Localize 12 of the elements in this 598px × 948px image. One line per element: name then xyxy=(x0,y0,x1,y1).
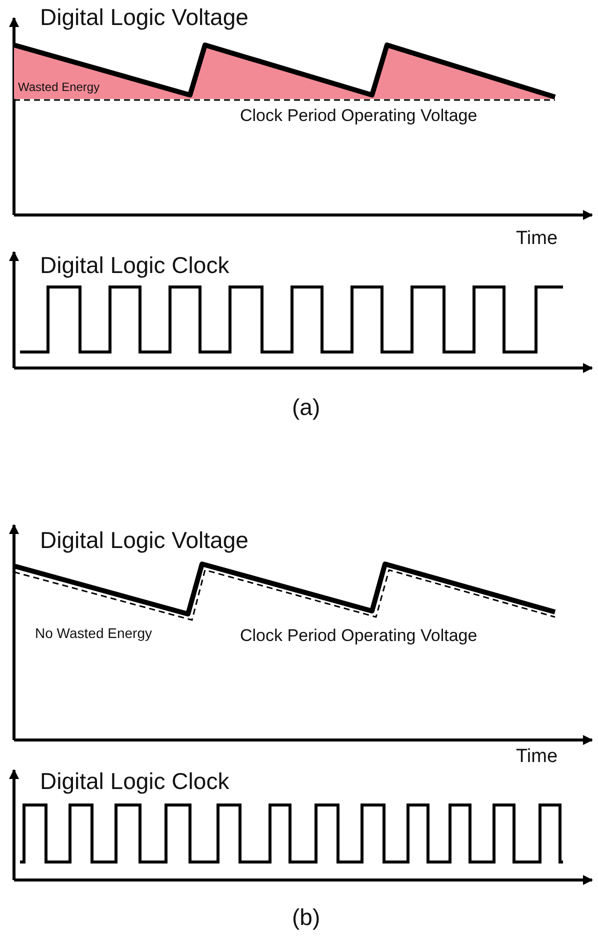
annotation: Wasted Energy xyxy=(18,81,100,93)
axis-title: Digital Logic Clock xyxy=(40,254,230,277)
axis-title: Time xyxy=(516,747,558,766)
axis-title: Digital Logic Voltage xyxy=(40,529,248,552)
axis-title: Time xyxy=(516,229,558,248)
axis-title: Digital Logic Voltage xyxy=(40,6,248,29)
subfigure-label: (a) xyxy=(292,396,320,419)
annotation: Clock Period Operating Voltage xyxy=(240,107,478,124)
subfigure-label: (b) xyxy=(292,906,320,929)
annotation: No Wasted Energy xyxy=(35,626,152,640)
axis-title: Digital Logic Clock xyxy=(40,770,230,793)
annotation: Clock Period Operating Voltage xyxy=(240,627,478,644)
